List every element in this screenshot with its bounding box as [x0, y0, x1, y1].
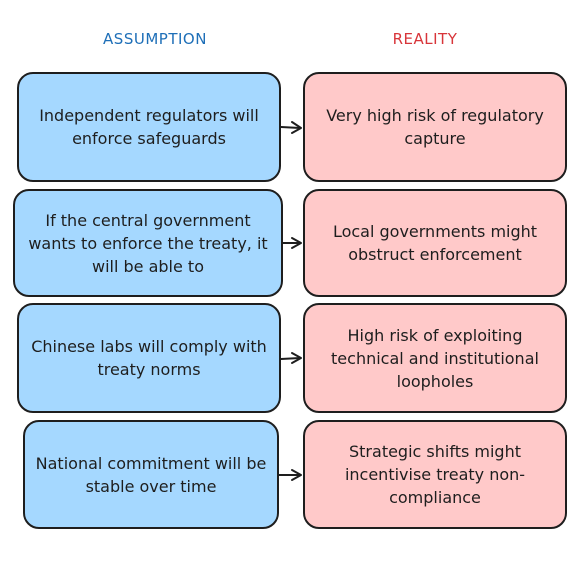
arrow-row-1	[280, 121, 302, 134]
assumption-box-1: Independent regulators will enforce safe…	[17, 72, 281, 182]
reality-box-3: High risk of exploiting technical and in…	[303, 303, 567, 413]
arrow-row-2	[282, 237, 302, 249]
arrow-row-3	[280, 352, 302, 364]
assumption-box-4: National commitment will be stable over …	[23, 420, 279, 529]
assumption-box-2: If the central government wants to enfor…	[13, 189, 283, 297]
arrow-row-4	[278, 469, 302, 481]
reality-box-1: Very high risk of regulatory capture	[303, 72, 567, 182]
reality-header: REALITY	[392, 30, 458, 48]
reality-box-2: Local governments might obstruct enforce…	[303, 189, 567, 297]
reality-box-4: Strategic shifts might incentivise treat…	[303, 420, 567, 529]
assumption-header: ASSUMPTION	[103, 30, 207, 48]
assumption-box-3: Chinese labs will comply with treaty nor…	[17, 303, 281, 413]
